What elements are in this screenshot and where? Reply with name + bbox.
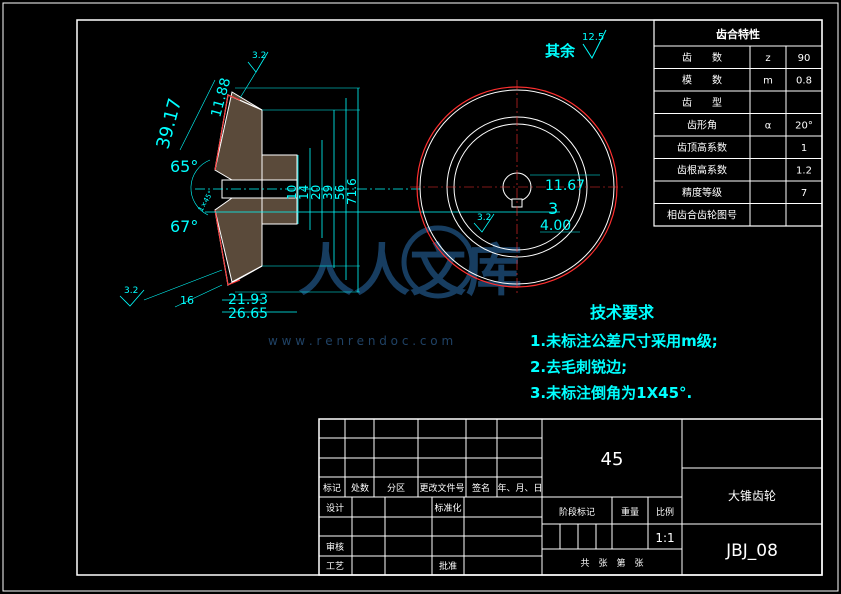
tb-sheets: 共 张 第 张 (580, 557, 643, 569)
gear-row-value: 1 (801, 143, 807, 154)
roughness-symbol-bottom (119, 289, 145, 307)
dim-d6: 71.6 (345, 178, 359, 205)
dim-angle-top: 65° (170, 157, 198, 176)
gear-row-symbol: m (763, 76, 773, 87)
tb-header-date: 年、月、日 (497, 482, 542, 494)
tb-review: 审核 (326, 541, 344, 553)
other-roughness-symbol (582, 29, 607, 60)
roughness-face-bottom-left: 3.2 (124, 286, 138, 296)
tb-material: 45 (601, 449, 624, 470)
other-roughness-label: 其余 (545, 42, 576, 60)
dim-d5: 56 (333, 185, 347, 200)
front-view: 11.67 3 4.00 3.2 (410, 80, 625, 295)
dim-angle-bottom: 67° (170, 217, 198, 236)
gear-table-title: 齿合特性 (716, 27, 760, 41)
roughness-symbol-bore (473, 213, 495, 233)
dim-keyway-width: 4.00 (540, 218, 571, 234)
gear-row-name: 齿根高系数 (677, 164, 727, 177)
watermark-logo-text: 人人文库 (298, 239, 522, 304)
gear-row-name: 相齿合齿轮图号 (667, 209, 737, 222)
roughness-face-top: 3.2 (252, 51, 266, 61)
dim-d1: 10 (285, 185, 299, 200)
title-block (318, 418, 823, 576)
dim-d4: 39 (321, 185, 335, 200)
face-edge-bottom (214, 209, 229, 286)
watermark-url: w w w . r e n r e n d o c . c o m (268, 334, 453, 348)
dim-d2: 14 (297, 185, 311, 200)
other-roughness-value: 12.5 (582, 32, 604, 43)
gear-row-name: 齿形角 (687, 120, 717, 132)
tb-scale-value: 1:1 (655, 531, 674, 545)
tb-drawing-no: JBJ_08 (725, 541, 778, 561)
dim-keyway-dim3: 3 (548, 199, 558, 218)
gear-row-name: 齿 数 (682, 51, 722, 64)
other-roughness: 其余 12.5 (545, 29, 607, 60)
gear-row-symbol: z (765, 53, 770, 64)
dim-len-inner: 21.93 (228, 292, 268, 308)
dim-d3: 20 (309, 185, 323, 200)
tb-part-name: 大锥齿轮 (728, 489, 776, 503)
dim-chamfer: 1×45° (197, 189, 215, 213)
tb-standardization: 标准化 (434, 502, 461, 514)
dim-len-left: 16 (180, 294, 194, 307)
dim-line-cone (179, 79, 216, 151)
leader-len-left (174, 284, 223, 308)
section-dimensions: 10 14 20 39 56 71.6 21.93 26.65 16 39.17… (119, 51, 360, 322)
tb-header-change-doc: 更改文件号 (419, 482, 464, 494)
tb-header-mark: 标记 (323, 482, 341, 494)
gear-row-value: 0.8 (796, 76, 812, 87)
gear-row-name: 齿顶高系数 (677, 141, 727, 154)
roughness-bore: 3.2 (477, 213, 491, 223)
title-block-text: 标记 处数 分区 更改文件号 签名 年、月、日 设计 标准化 审核 工艺 批准 … (323, 449, 778, 572)
gear-row-name: 齿 型 (682, 96, 722, 109)
tb-design: 设计 (326, 502, 344, 514)
watermark-logo-ring (401, 225, 475, 299)
tech-req-item-1: 1.未标注公差尺寸采用m级; (530, 332, 718, 350)
dim-len-outer: 26.65 (228, 306, 268, 322)
roughness-leader-bottom (143, 269, 223, 301)
tech-req-item-2: 2.去毛刺锐边; (530, 358, 627, 376)
tb-scale: 比例 (656, 506, 674, 518)
watermark: 人人文库 w w w . r e n r e n d o c . c o m (268, 225, 522, 348)
tech-req-title: 技术要求 (590, 303, 655, 322)
section-view (195, 91, 560, 286)
tooth-line-top (227, 94, 241, 101)
gear-row-value: 7 (801, 188, 807, 199)
tb-weight: 重量 (621, 506, 639, 518)
gear-row-symbol: α (765, 121, 772, 132)
dim-keyway-depth: 11.67 (545, 178, 585, 194)
gear-row-name: 模 数 (682, 74, 722, 87)
tooth-line-bottom (227, 279, 241, 286)
tb-stage-mark: 阶段标记 (559, 506, 595, 518)
tb-header-sign: 签名 (472, 482, 490, 494)
face-edge-top (214, 94, 229, 171)
gear-row-value: 20° (795, 121, 813, 132)
gear-row-name: 精度等级 (682, 186, 722, 199)
gear-row-value: 1.2 (796, 166, 812, 177)
technical-requirements: 技术要求 1.未标注公差尺寸采用m级; 2.去毛刺锐边; 3.未标注倒角为1X4… (530, 303, 718, 402)
tb-header-zone: 分区 (387, 483, 405, 494)
angle-arc (190, 159, 211, 216)
dim-cone-length: 39.17 (153, 96, 187, 151)
tb-approve: 批准 (439, 560, 457, 572)
tb-process: 工艺 (326, 561, 344, 572)
gear-row-value: 90 (798, 53, 811, 64)
tech-req-item-3: 3.未标注倒角为1X45°. (530, 384, 692, 402)
roughness-leader-top (239, 71, 257, 99)
tb-header-count: 处数 (351, 482, 369, 494)
